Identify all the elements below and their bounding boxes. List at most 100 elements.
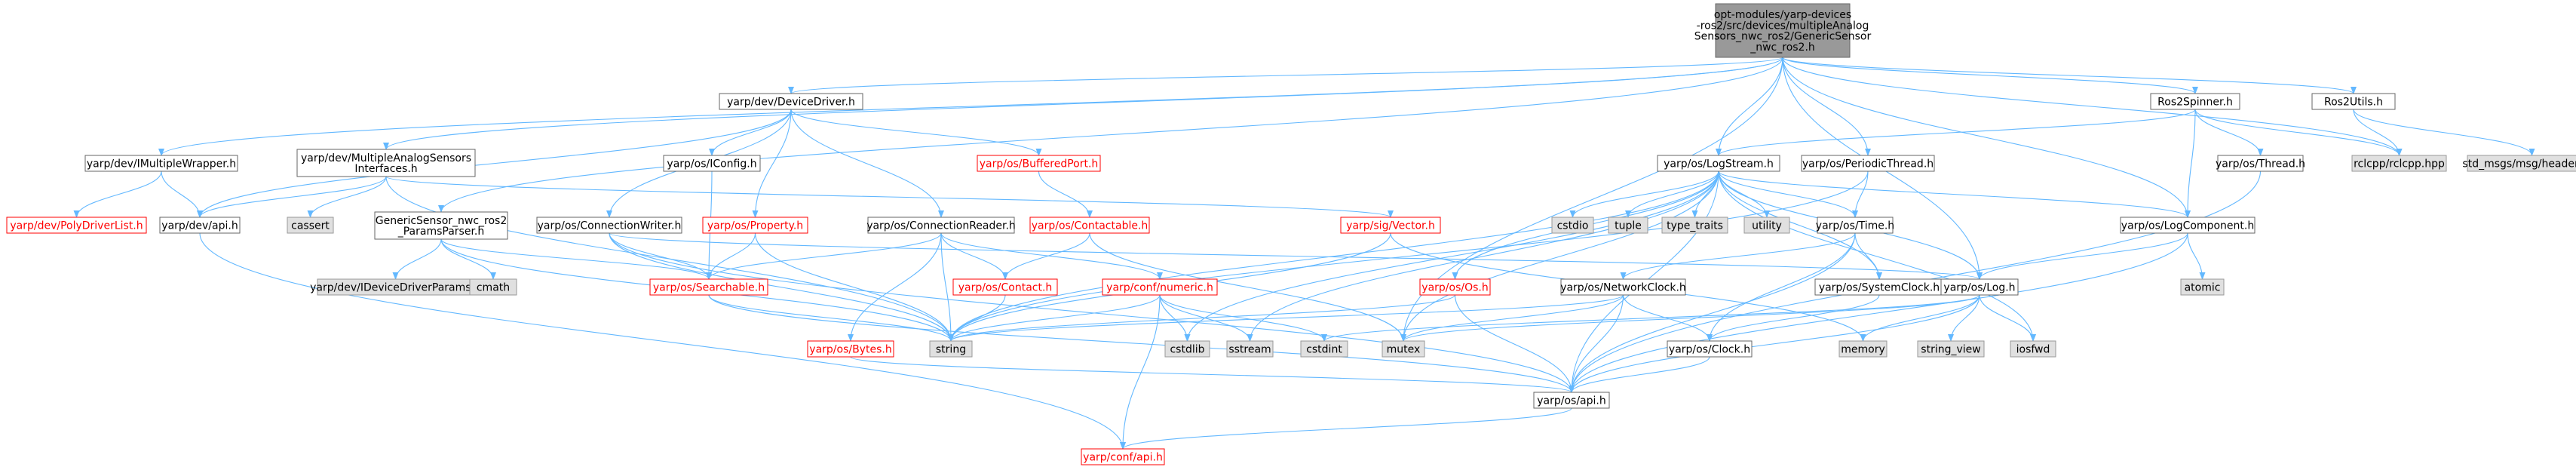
node-cmath: cmath [469, 278, 517, 296]
node-box [1102, 278, 1218, 296]
edge-numeric-to-confapi [1120, 294, 1161, 450]
node-box [1743, 217, 1790, 234]
node-connreader[interactable]: yarp/os/ConnectionReader.h [866, 217, 1016, 234]
edge-ros2spinner-to-logstream [1716, 109, 2196, 156]
node-sigvector[interactable]: yarp/sig/Vector.h [1340, 217, 1441, 234]
node-box [1226, 340, 1274, 358]
node-label: yarp/os/IConfig.h [667, 158, 756, 170]
node-imas[interactable]: yarp/dev/MultipleAnalogSensorsInterfaces… [296, 149, 476, 177]
edge-log-to-mutex [1400, 294, 1980, 342]
edge-ros2spinner-to-rclcpp [2194, 109, 2403, 156]
node-box [1661, 217, 1728, 234]
node-box [2180, 278, 2225, 296]
node-imw[interactable]: yarp/dev/IMultipleWrapper.h [84, 155, 238, 172]
node-contactable[interactable]: yarp/os/Contactable.h [1029, 217, 1150, 234]
edge-searchable-to-string [708, 294, 954, 342]
node-label: cassert [291, 220, 330, 232]
node-logstream[interactable]: yarp/os/LogStream.h [1657, 155, 1780, 172]
node-root[interactable]: opt-modules/yarp-devices-ros2/src/device… [1694, 3, 1872, 58]
node-contact[interactable]: yarp/os/Contact.h [952, 278, 1058, 296]
edge-logstream-to-cstdio [1569, 170, 1719, 218]
node-label: cstdio [1557, 220, 1589, 232]
node-box [2217, 155, 2304, 172]
node-connwriter[interactable]: yarp/os/ConnectionWriter.h [536, 217, 682, 234]
node-box [952, 278, 1058, 296]
node-label: yarp/dev/IMultipleWrapper.h [87, 158, 236, 170]
node-stdmsgs: std_msgs/msg/header.hpp [2462, 155, 2576, 172]
node-sysclock[interactable]: yarp/os/SystemClock.h [1814, 278, 1944, 296]
node-cstdlib: cstdlib [1164, 340, 1210, 358]
node-box [719, 93, 863, 110]
edge-devdriver-to-connreader [790, 109, 944, 218]
node-iosfwd: iosfwd [2010, 340, 2056, 358]
node-thread[interactable]: yarp/os/Thread.h [2216, 155, 2305, 172]
node-label: GenericSensor_nwc_ros2 [376, 215, 508, 227]
edge-imas-to-cassert [307, 176, 387, 218]
edge-logstream-to-tuple [1625, 170, 1719, 218]
edge-log-to-iosfwd [1979, 294, 2036, 342]
edge-root-to-imw [158, 57, 1783, 156]
node-box [1817, 217, 1894, 234]
node-ros2utils[interactable]: Ros2Utils.h [2311, 93, 2396, 110]
node-label: Ros2Utils.h [2324, 97, 2383, 109]
edge-devdriver-to-iconfig [709, 109, 792, 156]
node-label: yarp/os/ConnectionReader.h [866, 220, 1016, 232]
node-box [296, 149, 476, 177]
node-searchable[interactable]: yarp/os/Searchable.h [649, 278, 768, 296]
node-box [649, 278, 768, 296]
node-box [1801, 155, 1935, 172]
node-clock[interactable]: yarp/os/Clock.h [1667, 340, 1753, 358]
node-label: yarp/os/api.h [1537, 395, 1605, 407]
node-netclock[interactable]: yarp/os/NetworkClock.h [1560, 278, 1686, 296]
edge-contactable-to-contact [1002, 232, 1090, 280]
node-box [159, 217, 241, 234]
edge-osh-to-osapi [1454, 294, 1575, 393]
edge-logcomp-to-osapi [1569, 232, 2188, 393]
node-confapi[interactable]: yarp/conf/api.h [1081, 448, 1165, 465]
node-bytes[interactable]: yarp/os/Bytes.h [807, 340, 894, 358]
edge-connwriter-to-string [609, 232, 954, 342]
edge-root-to-rclcpp [1782, 57, 2403, 156]
node-property[interactable]: yarp/os/Property.h [702, 217, 808, 234]
node-label: Sensors_nwc_ros2/GenericSensor [1694, 31, 1872, 43]
edge-gsparser-to-idevparams [392, 238, 442, 280]
node-time[interactable]: yarp/os/Time.h [1816, 217, 1894, 234]
edge-time-to-sysclock [1854, 232, 1882, 280]
node-label: Ros2Spinner.h [2157, 97, 2233, 109]
node-bufport[interactable]: yarp/os/BufferedPort.h [977, 155, 1101, 172]
node-iconfig[interactable]: yarp/os/IConfig.h [663, 155, 761, 172]
node-polydrv[interactable]: yarp/dev/PolyDriverList.h [6, 217, 147, 234]
node-label: yarp/sig/Vector.h [1346, 220, 1435, 232]
node-box [1029, 217, 1150, 234]
node-numeric[interactable]: yarp/conf/numeric.h [1102, 278, 1218, 296]
node-log[interactable]: yarp/os/Log.h [1940, 278, 2019, 296]
node-osh[interactable]: yarp/os/Os.h [1419, 278, 1491, 296]
node-ros2spinner[interactable]: Ros2Spinner.h [2150, 93, 2240, 110]
edge-imas-to-sigvector [385, 176, 1394, 218]
node-logcomp[interactable]: yarp/os/LogComponent.h [2120, 217, 2256, 234]
node-devdriver[interactable]: yarp/dev/DeviceDriver.h [719, 93, 863, 110]
node-devapi[interactable]: yarp/dev/api.h [159, 217, 241, 234]
edge-imw-to-devapi [161, 170, 203, 218]
node-box [1164, 340, 1210, 358]
node-box [1533, 392, 1610, 409]
edge-time-to-osapi [1569, 232, 1856, 393]
node-label: rclcpp/rclcpp.hpp [2354, 158, 2445, 170]
node-gsparser[interactable]: GenericSensor_nwc_ros2_ParamsParser.h [374, 211, 508, 240]
node-label: tuple [1615, 220, 1642, 232]
edge-searchable-to-osapi [708, 294, 1575, 393]
node-label: string_view [1921, 344, 1980, 356]
node-osapi[interactable]: yarp/os/api.h [1533, 392, 1610, 409]
edge-logstream-to-string [948, 170, 1719, 342]
edge-numeric-to-string [948, 294, 1161, 342]
node-label: memory [1841, 344, 1885, 356]
node-label: yarp/os/LogStream.h [1664, 158, 1774, 170]
node-box [1940, 278, 2019, 296]
node-periodic[interactable]: yarp/os/PeriodicThread.h [1801, 155, 1935, 172]
node-label: yarp/dev/PolyDriverList.h [10, 220, 143, 232]
node-mutex: mutex [1382, 340, 1425, 358]
node-label: yarp/dev/IDeviceDriverParams.h [310, 282, 481, 294]
edge-osapi-to-confapi [1120, 407, 1572, 450]
edge-clock-to-osapi [1569, 356, 1710, 393]
node-sstream: sstream [1226, 340, 1274, 358]
